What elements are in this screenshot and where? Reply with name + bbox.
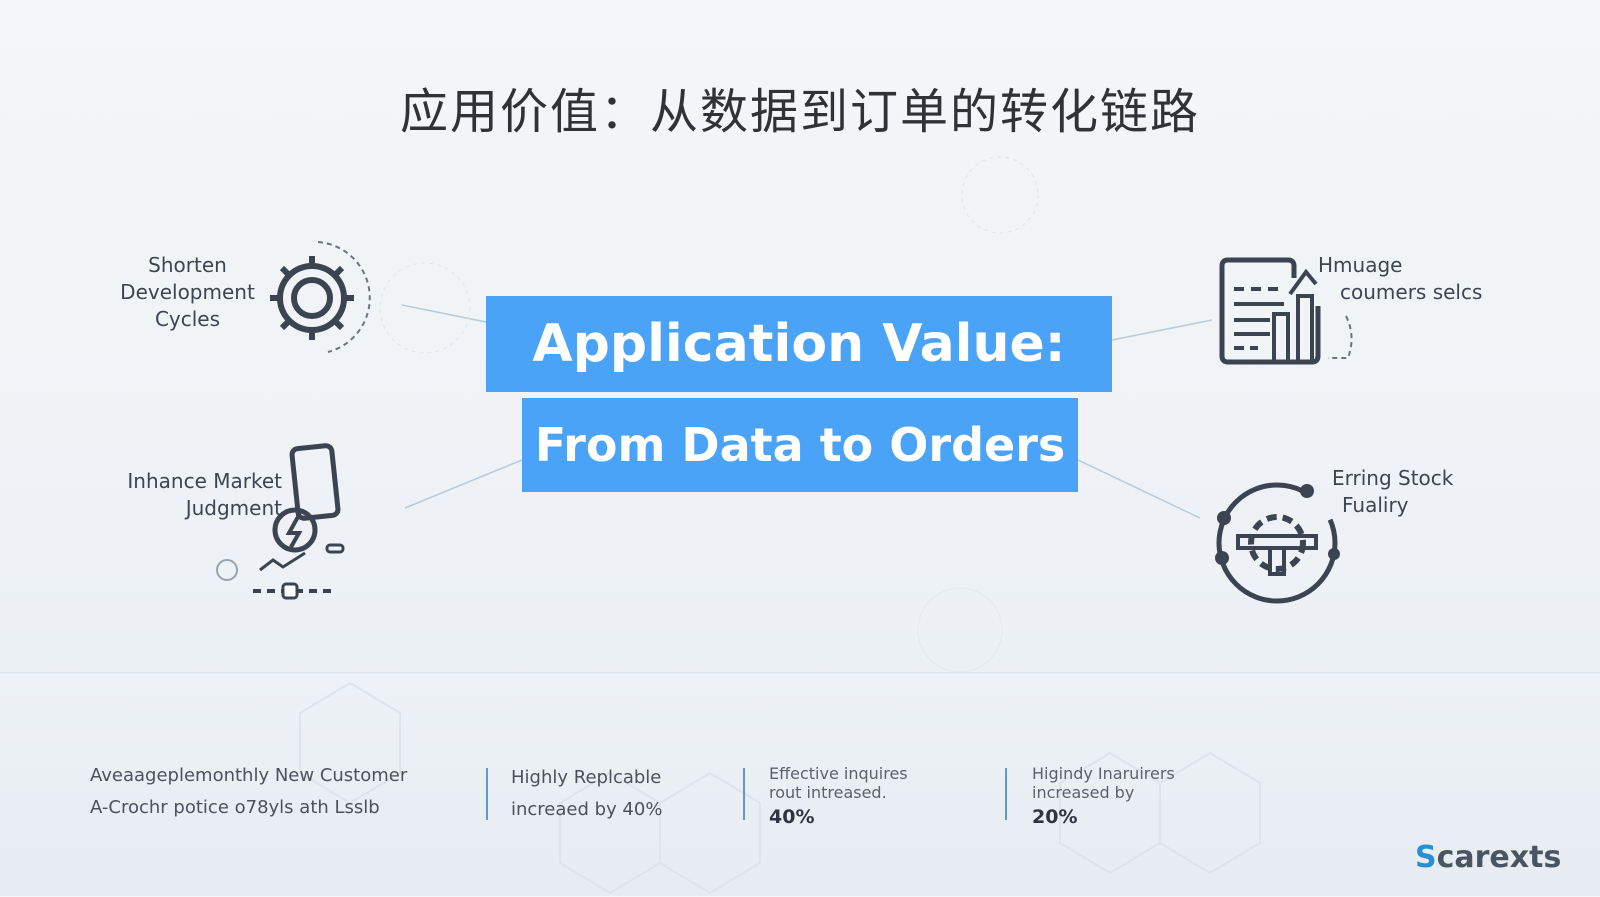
logo-text: carexts: [1436, 840, 1562, 875]
stat-label: Higindy Inaruirers: [1032, 764, 1175, 783]
page-title: 应用价值：从数据到订单的转化链路: [399, 84, 1200, 140]
banner-line-1: Application Value:: [486, 296, 1112, 392]
phone-lightning-icon: [216, 443, 345, 600]
stat-percent: 20%: [1032, 806, 1078, 828]
logo-mark: S: [1415, 840, 1437, 875]
stat-replicable: Highly Replcable increaed by 40%: [511, 762, 662, 826]
stat-label: Effective inquires: [769, 764, 908, 783]
feature-market-judgment: Inhance Market Judgment: [110, 468, 282, 522]
feature-stock-quality: Erring Stock Fualiry: [1332, 465, 1453, 519]
feature-label: coumers selcs: [1340, 280, 1483, 304]
feature-label: Judgment: [185, 496, 282, 520]
stat-label: A-Crochr potice o78yls ath Lsslb: [90, 797, 380, 818]
feature-label: Development: [120, 280, 255, 304]
stat-label: increased by: [1032, 783, 1135, 802]
feature-shorten-cycles: Shorten Development Cycles: [110, 252, 265, 333]
stat-divider: [486, 768, 488, 820]
stat-divider: [743, 768, 745, 820]
feature-manage-customers: Hmuage coumers selcs: [1318, 252, 1482, 306]
stat-label: increaed by 40%: [511, 799, 663, 820]
stat-label: Highly Replcable: [511, 767, 662, 788]
stat-label: rout intreased.: [769, 783, 887, 802]
feature-label: Shorten: [148, 253, 227, 277]
stat-new-customers: Aveaageplemonthly New Customer A-Crochr …: [90, 760, 407, 824]
feature-label: Cycles: [154, 307, 221, 331]
stat-percent: 40%: [769, 806, 815, 828]
feature-label: Fualiry: [1342, 493, 1409, 517]
feature-label: Erring Stock: [1332, 466, 1454, 490]
stat-divider: [1005, 768, 1007, 820]
stat-inquirers: Higindy Inaruirers increased by 20%: [1032, 764, 1175, 828]
gear-icon: [270, 241, 371, 353]
hexagon-pattern: [299, 681, 1261, 895]
brand-logo: Scarexts: [1415, 840, 1561, 875]
report-chart-icon: [1219, 257, 1353, 365]
stat-label: Aveaageplemonthly New Customer: [90, 765, 408, 786]
stats-band: [0, 672, 1600, 896]
gear-cycle-icon: [1215, 482, 1340, 604]
banner-line-2: From Data to Orders: [522, 398, 1078, 492]
stat-effective-inquiries: Effective inquires rout intreased. 40%: [769, 764, 908, 828]
feature-label: Inhance Market: [127, 469, 282, 493]
feature-label: Hmuage: [1318, 253, 1403, 277]
